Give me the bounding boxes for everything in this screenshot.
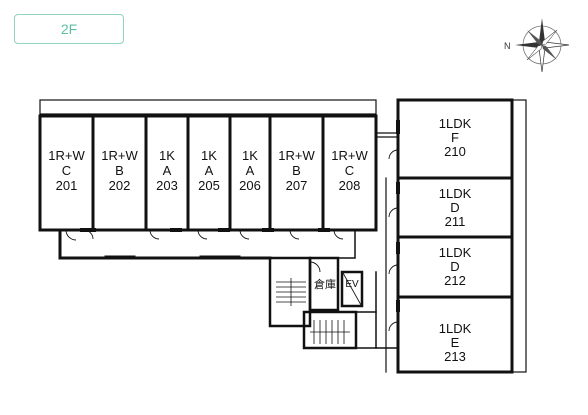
unit-type: 1R+W [331,148,368,163]
unit-type: 1LDK [438,245,472,260]
unit-number: 201 [55,178,78,193]
floor-badge: 2F [14,14,124,44]
unit-variant: C [61,163,72,178]
unit-number: 205 [198,178,220,193]
storage-label: 倉庫 [314,279,336,291]
unit-type: 1R+W [101,148,138,163]
unit-type: 1LDK [438,321,472,336]
balcony-west [39,99,377,115]
unit-number: 202 [108,178,131,193]
unit-variant: F [451,130,459,145]
unit-variant: C [344,163,355,178]
compass-icon: N [504,18,570,73]
unit-variant: A [162,163,172,178]
unit-number: 213 [444,349,466,364]
unit-number: 206 [239,178,261,193]
unit-number: 211 [444,214,466,229]
unit-number: 212 [444,273,466,288]
west-wing-wall [38,114,378,232]
unit-number: 208 [338,178,361,193]
floor-label: 2F [60,21,78,37]
unit-type: 1R+W [48,148,85,163]
unit-type: 1K [201,148,217,163]
compass-north-label: N [504,41,511,51]
elevator-label: EV [345,279,359,290]
unit-variant: E [450,335,460,350]
unit-type: 1R+W [278,148,315,163]
stair-lower [302,310,358,350]
unit-variant: B [292,163,301,178]
unit-number: 207 [285,178,308,193]
unit-variant: D [450,200,460,215]
unit-variant: A [204,163,214,178]
balcony-east [511,99,527,373]
unit-variant: B [115,163,124,178]
unit-type: 1K [159,148,175,163]
unit-variant: D [450,259,460,274]
elevator [340,270,364,308]
unit-variant: A [245,163,255,178]
unit-type: 1LDK [438,116,472,131]
unit-number: 210 [444,144,466,159]
storage-room [308,256,340,312]
unit-type: 1LDK [438,186,472,201]
unit-type: 1K [242,148,258,163]
unit-number: 203 [156,178,178,193]
